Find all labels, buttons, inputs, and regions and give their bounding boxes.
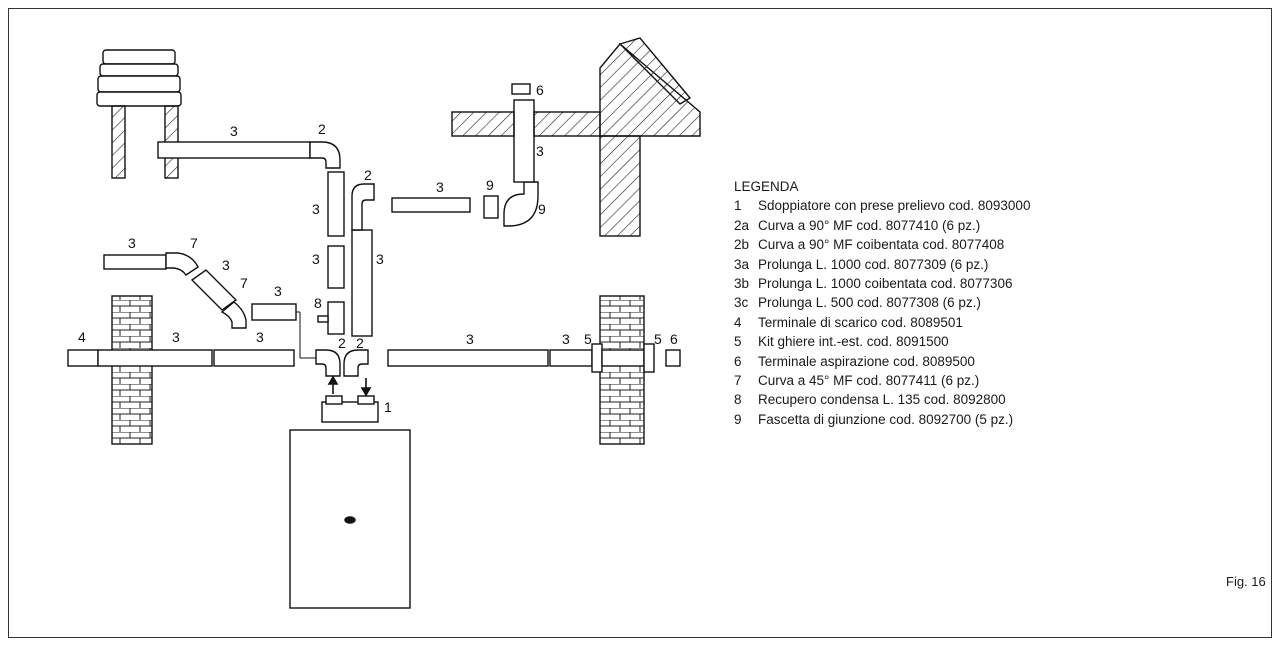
callout-3: 3 [128,235,136,251]
callout-6: 6 [670,331,678,347]
pipe-vertical-long [351,229,373,337]
callout-9: 9 [486,177,494,193]
condensate-recovery [327,301,345,335]
figure-frame [8,8,1272,638]
trim-ring-outer [643,343,655,373]
callout-9: 9 [538,201,546,217]
callout-3: 3 [436,179,444,195]
pipe-roof-vertical [513,99,535,183]
callout-3: 3 [256,329,264,345]
callout-2: 2 [364,167,372,183]
callout-7: 7 [240,275,248,291]
callout-3: 3 [172,329,180,345]
callout-2: 2 [318,121,326,137]
legend-title: LEGENDA [734,179,799,194]
callout-6: 6 [536,82,544,98]
callout-7: 7 [190,235,198,251]
callout-3: 3 [466,331,474,347]
intake-terminal-roof [511,83,531,95]
chimney-left [96,49,182,179]
pipe-top-horizontal [157,141,311,159]
callout-3: 3 [562,331,570,347]
elbow-45-lower [220,301,247,329]
pipe-vertical-middle [327,245,345,289]
callout-3: 3 [274,283,282,299]
callout-1: 1 [384,399,392,415]
callout-3: 3 [230,123,238,139]
callout-3: 3 [312,201,320,217]
pipe-bottom-right [387,349,549,367]
pipe-left-upper [103,254,167,270]
wall-left [111,295,153,445]
elbow-45-upper [165,252,199,276]
joint-clamp [483,195,499,219]
elbow-top [309,141,341,169]
callout-3: 3 [536,143,544,159]
callout-5: 5 [654,331,662,347]
pipe-bottom-right-short [549,349,593,367]
splitter [321,401,379,423]
pipe-through-wall-left [97,349,213,367]
callout-3: 3 [312,251,320,267]
elbow-bottom-left [315,349,341,377]
elbow-bottom-right [343,349,369,377]
pipe-left-short [251,303,297,321]
elbow-center-upper [351,183,375,231]
callout-4: 4 [78,329,86,345]
callout-2: 2 [338,335,346,351]
callout-5: 5 [584,331,592,347]
callout-3: 3 [222,257,230,273]
intake-terminal-wall [665,349,681,367]
pipe-right-upper [391,197,471,213]
elbow-right-upper [503,181,539,227]
flow-arrows [327,375,372,397]
pipe-bottom-left [213,349,295,367]
callout-8: 8 [314,295,322,311]
flue-installation-diagram: 3 2 3 2 3 9 9 3 6 3 3 3 7 3 7 3 8 4 3 3 … [67,37,701,609]
pipe-diagonal [190,269,238,311]
callout-2: 2 [356,335,364,351]
wall-right [599,295,645,445]
figure-label: Fig. 16 [1226,574,1266,589]
callout-3: 3 [376,251,384,267]
trim-ring-inner [591,343,603,373]
pipe-through-wall-right [601,349,645,367]
exhaust-terminal [67,349,99,367]
roof [451,37,701,237]
pipe-vertical-upper [327,171,345,237]
